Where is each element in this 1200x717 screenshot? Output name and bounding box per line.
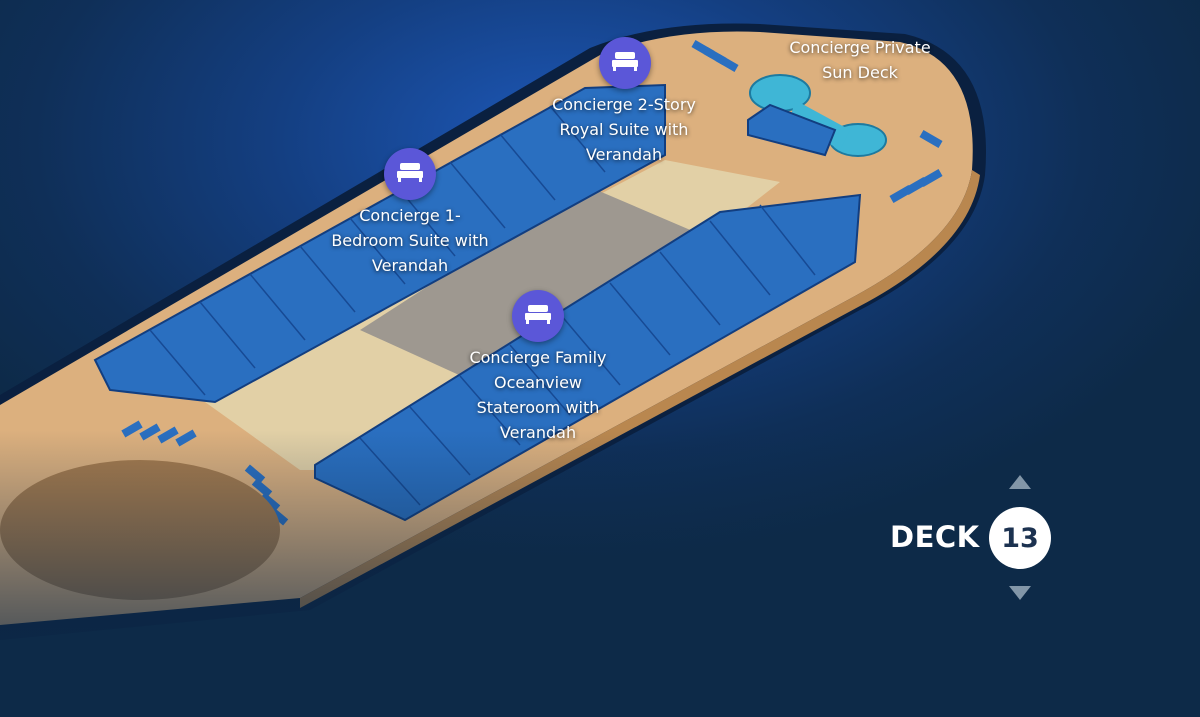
label-line: Bedroom Suite with	[331, 231, 489, 250]
label-private-sun-deck[interactable]: Concierge Private Sun Deck	[765, 35, 955, 85]
label-line: Concierge Family	[469, 348, 607, 367]
label-line: Royal Suite with	[559, 120, 689, 139]
bed-icon	[611, 50, 639, 76]
bed-icon	[524, 303, 552, 329]
label-line: Verandah	[499, 423, 577, 442]
pin-family-oceanview[interactable]	[512, 290, 564, 342]
label-line: Concierge 2-Story	[552, 95, 696, 114]
label-line: Concierge Private	[789, 38, 931, 57]
label-family-oceanview[interactable]: Concierge Family Oceanview Stateroom wit…	[443, 345, 633, 445]
deck-number-badge: 13	[989, 507, 1051, 569]
label-line: Verandah	[371, 256, 449, 275]
deck-up-arrow[interactable]	[1009, 475, 1031, 489]
label-line: Oceanview	[493, 373, 583, 392]
label-royal-suite[interactable]: Concierge 2-Story Royal Suite with Veran…	[529, 92, 719, 167]
deck-label: DECK	[890, 520, 980, 554]
label-1-bedroom-suite[interactable]: Concierge 1- Bedroom Suite with Verandah	[315, 203, 505, 278]
label-line: Sun Deck	[822, 63, 898, 82]
label-line: Stateroom with	[476, 398, 600, 417]
deck-down-arrow[interactable]	[1009, 586, 1031, 600]
pin-royal-suite[interactable]	[599, 37, 651, 89]
pin-1-bedroom-suite[interactable]	[384, 148, 436, 200]
bed-icon	[396, 161, 424, 187]
label-line: Concierge 1-	[359, 206, 461, 225]
label-line: Verandah	[585, 145, 663, 164]
